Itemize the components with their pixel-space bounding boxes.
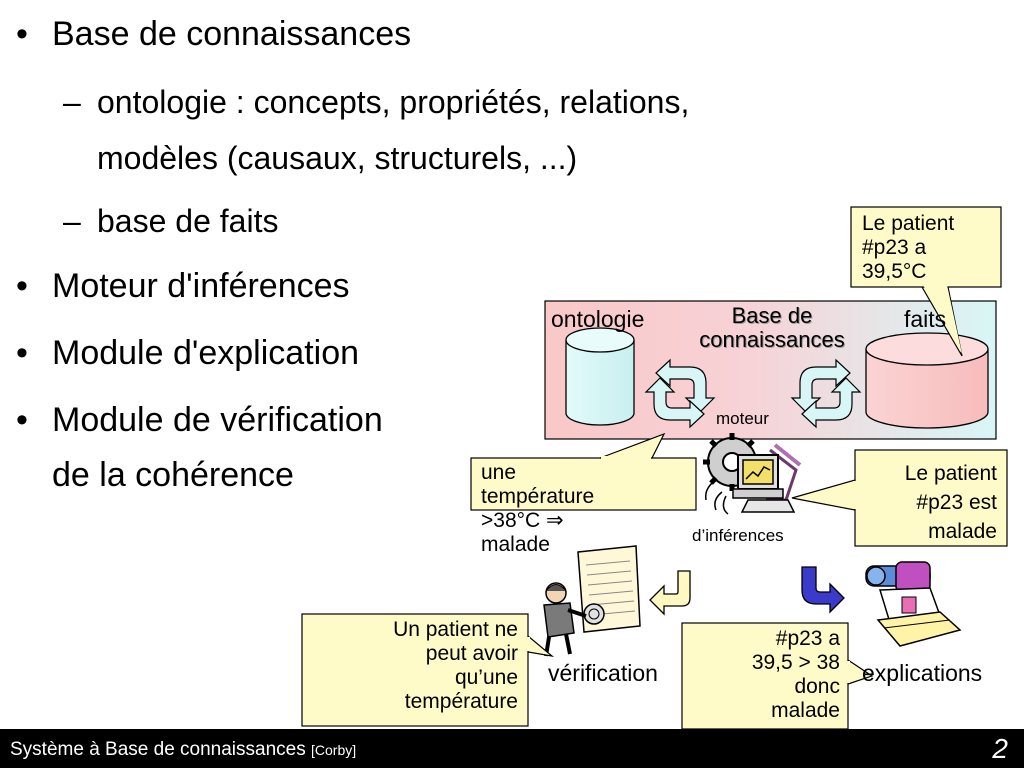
callout-line: donc xyxy=(794,675,840,698)
callout-line: malade xyxy=(928,520,997,543)
callout-fact-text: Le patient #p23 a 39,5°C xyxy=(862,212,954,284)
callout-line: Le patient xyxy=(862,212,955,235)
explanations-label: explications xyxy=(862,660,983,686)
sub-bullet-ontology: – ontologie : concepts, propriétés, rela… xyxy=(63,83,690,121)
arrow-to-verification-icon xyxy=(649,570,691,616)
callout-line: >38°C ⇒ xyxy=(481,509,564,532)
bullet-text: Module d'explication xyxy=(52,334,360,372)
knowledge-base-title: Base de connaissances xyxy=(676,304,868,352)
callout-line: #p23 a xyxy=(862,236,927,259)
footer-title: Système à Base de connaissances [Corby] xyxy=(10,739,356,761)
knowledge-base-title-line2: connaissances xyxy=(699,327,845,352)
engine-label-bottom: d’inférences xyxy=(692,526,784,545)
inference-engine-icon xyxy=(703,433,802,515)
callout-fact xyxy=(850,206,1002,357)
callout-line: température xyxy=(404,690,518,713)
sub-bullet-dash: – xyxy=(63,84,81,120)
bullet-inference-engine: • Moteur d'inférences xyxy=(16,266,350,306)
arrow-to-explanations-icon xyxy=(801,566,845,614)
bullet-text: Module de vérification xyxy=(52,401,383,439)
sub-bullet-text: modèles (causaux, structurels, ...) xyxy=(97,140,578,176)
callout-line: #p23 a xyxy=(775,627,840,650)
exchange-arrows-right-icon xyxy=(790,358,862,429)
callout-line: malade xyxy=(771,699,840,722)
bullet-list: • Base de connaissances – ontologie : co… xyxy=(0,0,689,500)
callout-explanation-text: #p23 a 39,5 > 38 donc malade xyxy=(684,627,840,723)
footer-title-text: Système à Base de connaissances xyxy=(10,739,306,760)
callout-constraint xyxy=(301,613,555,727)
verification-icon xyxy=(543,545,641,657)
bullet-dot: • xyxy=(16,267,28,305)
callout-explanation xyxy=(681,622,874,730)
footer-citation: [Corby] xyxy=(311,742,357,758)
sub-bullet-ontology-line2: modèles (causaux, structurels, ...) xyxy=(97,139,577,177)
callout-line: malade xyxy=(481,533,550,556)
bullet-knowledge-base: • Base de connaissances xyxy=(16,14,412,54)
callout-conclusion-text: Le patient #p23 est malade xyxy=(857,459,997,546)
slide-footer: Système à Base de connaissances [Corby] … xyxy=(0,729,1024,768)
callout-line: qu’une xyxy=(454,666,518,689)
bullet-verification-module: • Module de vérification xyxy=(16,400,383,440)
ontology-database-icon xyxy=(565,327,635,426)
callout-line: #p23 est xyxy=(916,491,997,514)
explanations-icon xyxy=(865,561,962,647)
knowledge-base-title-line1: Base de xyxy=(731,303,813,328)
bullet-dot: • xyxy=(16,401,28,439)
sub-bullet-text: ontologie : concepts, propriétés, relati… xyxy=(97,84,690,120)
callout-line: 39,5°C xyxy=(862,260,927,283)
sub-bullet-facts: – base de faits xyxy=(63,202,279,240)
callout-constraint-text: Un patient ne peut avoir qu’une températ… xyxy=(304,618,518,714)
sub-bullet-text: base de faits xyxy=(97,203,279,239)
ontology-label: ontologie xyxy=(551,306,645,332)
bullet-verification-module-line2: de la cohérence xyxy=(52,455,294,495)
callout-line: peut avoir xyxy=(425,642,518,665)
facts-label: faits xyxy=(904,306,947,332)
page-number: 2 xyxy=(992,733,1008,764)
callout-rule xyxy=(470,432,697,511)
callout-line: 39,5 > 38 xyxy=(751,651,840,674)
facts-database-icon xyxy=(865,332,989,429)
exchange-arrows-left-icon xyxy=(644,358,716,429)
callout-conclusion xyxy=(791,449,1008,547)
sub-bullet-dash: – xyxy=(63,203,81,239)
bullet-explanation-module: • Module d'explication xyxy=(16,333,360,373)
engine-label-top: moteur xyxy=(716,409,769,428)
callout-line: Le patient xyxy=(904,462,997,485)
callout-rule-text: une température >38°C ⇒ malade xyxy=(481,461,594,557)
bullet-text: de la cohérence xyxy=(52,456,294,494)
callout-line: température xyxy=(481,485,595,508)
bullet-text: Moteur d'inférences xyxy=(52,267,350,305)
verification-label: vérification xyxy=(548,660,658,686)
callout-line: une xyxy=(481,461,517,484)
bullet-dot: • xyxy=(16,15,28,53)
bullet-text: Base de connaissances xyxy=(52,15,412,53)
callout-line: Un patient ne xyxy=(393,618,518,641)
bullet-dot: • xyxy=(16,334,28,372)
